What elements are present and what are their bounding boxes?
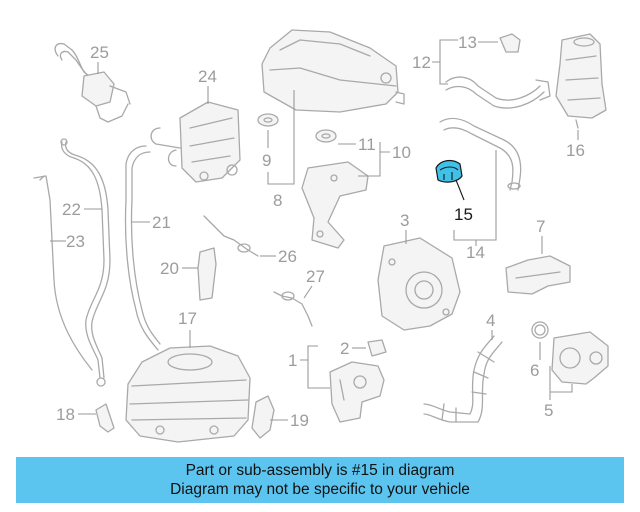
parts-diagram: 25 24 22 23 21 [33, 29, 609, 443]
part-4-corrugated-hose [423, 335, 503, 423]
callout-18: 18 [56, 405, 75, 424]
part-6-ring [531, 321, 549, 339]
callout-22: 22 [62, 200, 81, 219]
part-21-hose [124, 145, 161, 351]
callout-4: 4 [486, 311, 495, 330]
part-26-sensor [203, 215, 259, 257]
callout-19: 19 [290, 411, 309, 430]
part-16-housing [555, 33, 607, 129]
callout-13: 13 [458, 33, 477, 52]
callout-6: 6 [530, 361, 539, 380]
callout-8: 8 [273, 191, 282, 210]
part-13-clamp [499, 33, 521, 53]
part-8-reservoir [261, 29, 405, 113]
part-18-clip [95, 403, 115, 433]
banner-line-1: Part or sub-assembly is #15 in diagram [185, 462, 455, 479]
part-12-pipe [445, 76, 551, 109]
part-27-sensor [273, 291, 313, 327]
callout-17: 17 [178, 309, 197, 328]
callout-2: 2 [340, 339, 349, 358]
callout-12: 12 [412, 53, 431, 72]
part-1-valve-assembly [329, 361, 385, 423]
callout-23: 23 [66, 232, 85, 251]
part-14-hose [439, 117, 522, 191]
callout-7: 7 [536, 217, 545, 236]
banner-line-2: Diagram may not be specific to your vehi… [170, 481, 470, 498]
part-24-valve-block [150, 101, 241, 183]
part-10-bracket [301, 161, 369, 249]
callout-15: 15 [454, 205, 473, 224]
callout-16: 16 [566, 141, 585, 160]
callout-14: 14 [466, 243, 485, 262]
callout-26: 26 [278, 247, 297, 266]
callout-1: 1 [288, 351, 297, 370]
part-9-grommet [257, 113, 279, 127]
part-15-clamp-highlighted [435, 159, 463, 183]
part-23-line [33, 175, 93, 371]
callout-3: 3 [400, 211, 409, 230]
callout-25: 25 [90, 43, 109, 62]
part-20-bracket [197, 247, 217, 301]
part-22-hose [60, 138, 111, 387]
callout-24: 24 [198, 67, 217, 86]
callout-9: 9 [262, 151, 271, 170]
callout-10: 10 [392, 143, 411, 162]
callout-27: 27 [306, 267, 325, 286]
part-7-bracket [505, 255, 571, 295]
part-19-bracket [251, 395, 275, 439]
part-2-connector [367, 339, 387, 357]
part-11-cap [315, 129, 337, 143]
info-banner: Part or sub-assembly is #15 in diagram D… [16, 457, 624, 503]
callout-5: 5 [544, 401, 553, 420]
part-3-plate [377, 237, 461, 331]
callout-11: 11 [358, 135, 376, 154]
part-17-canister [125, 345, 251, 443]
callout-20: 20 [160, 259, 179, 278]
part-25-hose-valve [54, 42, 131, 123]
callout-21: 21 [152, 213, 171, 232]
part-5-pump [551, 331, 609, 385]
